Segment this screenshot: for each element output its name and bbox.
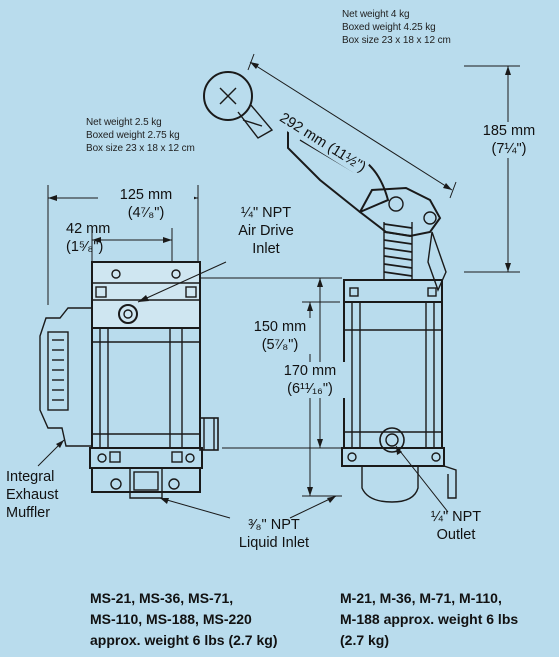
dimension-170mm: 170 mm (6¹¹⁄₁₆") [272, 362, 348, 398]
callout-line: Air Drive [238, 223, 294, 239]
dimension-inch: (6¹¹⁄₁₆") [287, 381, 333, 397]
dimension-mm: 42 mm [66, 221, 111, 237]
callout-line: ¼" NPT [430, 509, 482, 525]
callout-line: ¼" NPT [240, 205, 292, 221]
callout-line: Muffler [6, 505, 51, 521]
caption-line: MS-110, MS-188, MS-220 [90, 611, 252, 627]
note-line: Boxed weight 4.25 kg [342, 22, 436, 33]
dimension-inch: (4⁷⁄₈") [127, 205, 165, 221]
note-line: Net weight 2.5 kg [86, 117, 162, 128]
left-model-caption: MS-21, MS-36, MS-71, MS-110, MS-188, MS-… [90, 588, 277, 651]
dimension-inch: (5⁷⁄₈") [261, 337, 299, 353]
dimension-42mm: 42 mm (1⁵⁄₈") [66, 220, 136, 256]
right-pump-weight-note: Net weight 4 kg Boxed weight 4.25 kg Box… [342, 8, 451, 47]
caption-line: M-21, M-36, M-71, M-110, [340, 590, 502, 606]
dimension-150mm: 150 mm (5⁷⁄₈") [244, 318, 316, 354]
callout-line: Inlet [252, 241, 280, 257]
note-line: Boxed weight 2.75 kg [86, 130, 180, 141]
dimension-185mm: 185 mm (7¼") [470, 122, 548, 158]
callout-line: Integral [6, 469, 55, 485]
callout-line: ³⁄₈" NPT [248, 517, 300, 533]
callout-line: Outlet [436, 527, 476, 543]
dimension-mm: 185 mm [482, 123, 536, 139]
dimension-inch: (1⁵⁄₈") [66, 239, 104, 255]
dimension-mm: 150 mm [253, 319, 307, 335]
liquid-inlet-label: ³⁄₈" NPT Liquid Inlet [222, 516, 326, 552]
air-drive-inlet-label: ¼" NPT Air Drive Inlet [220, 204, 312, 258]
outlet-label: ¼" NPT Outlet [418, 508, 494, 544]
caption-line: MS-21, MS-36, MS-71, [90, 590, 234, 606]
dimension-125mm: 125 mm (4⁷⁄₈") [98, 186, 194, 222]
right-model-caption: M-21, M-36, M-71, M-110, M-188 approx. w… [340, 588, 518, 651]
note-line: Box size 23 x 18 x 12 cm [342, 35, 451, 46]
caption-line: (2.7 kg) [340, 632, 390, 648]
exhaust-muffler-label: Integral Exhaust Muffler [6, 468, 58, 522]
right-pump-drawing [203, 71, 457, 503]
dimension-mm: 170 mm [283, 363, 337, 379]
dimension-inch: (7¼") [491, 141, 527, 157]
note-line: Box size 23 x 18 x 12 cm [86, 143, 195, 154]
callout-line: Exhaust [6, 487, 59, 503]
left-pump-weight-note: Net weight 2.5 kg Boxed weight 2.75 kg B… [86, 116, 195, 155]
caption-line: M-188 approx. weight 6 lbs [340, 611, 519, 627]
dimension-mm: 125 mm [119, 187, 173, 203]
caption-line: approx. weight 6 lbs (2.7 kg) [90, 632, 278, 648]
callout-line: Liquid Inlet [238, 535, 310, 551]
note-line: Net weight 4 kg [342, 9, 410, 20]
dimension-arrows [48, 62, 511, 504]
left-pump-drawing [39, 261, 219, 499]
